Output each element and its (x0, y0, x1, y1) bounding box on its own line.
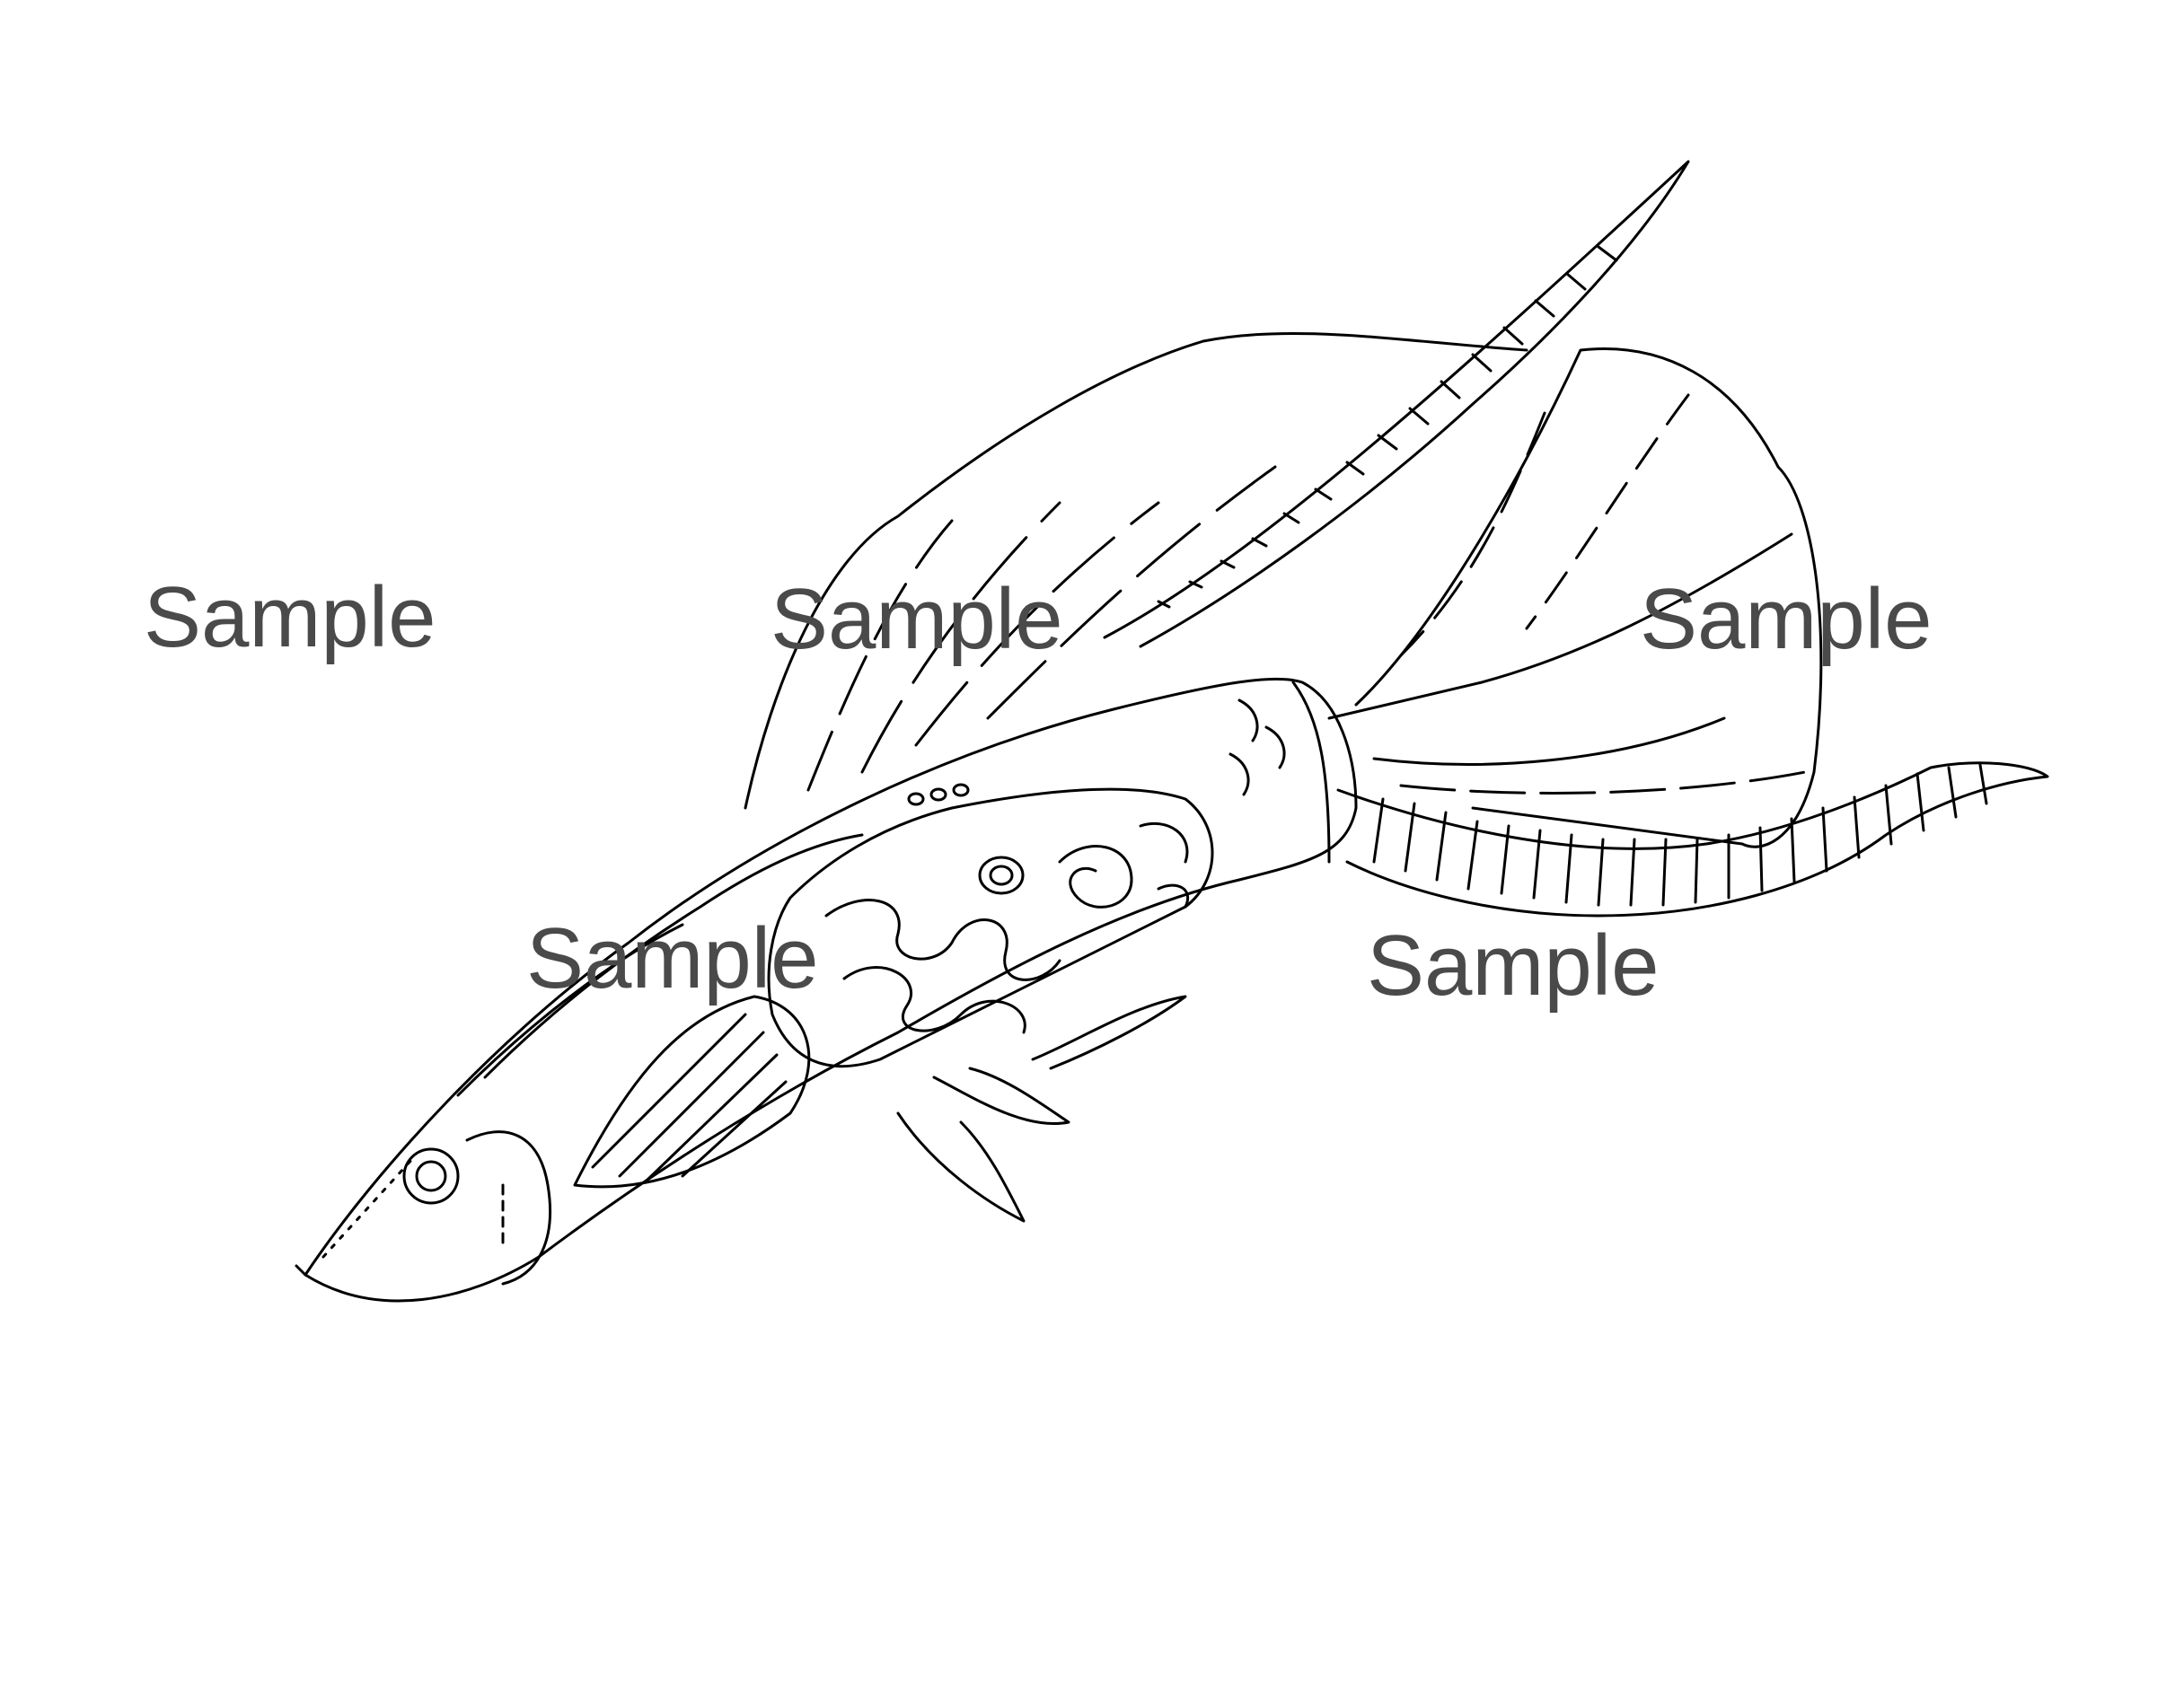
fish-body (295, 677, 1358, 1303)
dorsal-fin (744, 331, 1528, 810)
sample-watermark: Sample (1640, 571, 1933, 667)
sample-watermark: Sample (526, 910, 819, 1006)
sample-watermark: Sample (771, 571, 1063, 667)
sample-watermark: Sample (144, 569, 436, 665)
tail-fin (1327, 347, 1823, 848)
anal-fin (896, 995, 1187, 1223)
pectoral-fin (573, 995, 811, 1189)
lower-sword-ray (1336, 761, 2049, 918)
upper-sword-ray (1103, 160, 1690, 648)
sample-watermark: Sample (1367, 918, 1660, 1014)
